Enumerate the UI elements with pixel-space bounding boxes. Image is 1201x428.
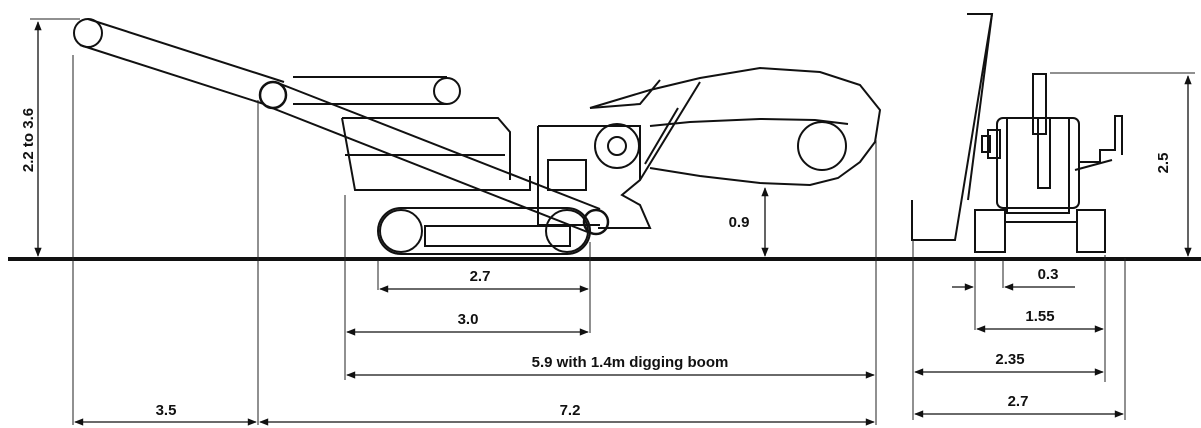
label-boom-height: 2.2 to 3.6 xyxy=(20,108,37,172)
roof-belt xyxy=(293,76,461,105)
label-conveyor-projection: 3.5 xyxy=(156,402,177,419)
side-view-machine xyxy=(73,18,882,255)
label-overall-height: 2.5 xyxy=(1155,153,1172,174)
digging-boom xyxy=(589,66,882,187)
label-ground-clearance: 0.9 xyxy=(729,214,750,231)
label-rear-offset: 0.3 xyxy=(1038,266,1059,283)
label-total-length: 7.2 xyxy=(560,402,581,419)
front-view-machine xyxy=(911,13,1123,253)
upper-conveyor xyxy=(73,18,288,110)
label-overall-width: 2.7 xyxy=(1008,393,1029,410)
dimension-lines xyxy=(34,21,1192,426)
label-overall-length: 5.9 with 1.4m digging boom xyxy=(532,354,729,371)
label-base-length: 3.0 xyxy=(458,311,479,328)
crawler-track xyxy=(377,207,591,255)
label-track-length: 2.7 xyxy=(470,268,491,285)
label-track-gauge: 1.55 xyxy=(1025,308,1054,325)
main-conveyor xyxy=(266,82,610,236)
extension-lines xyxy=(30,18,1195,425)
label-inner-width: 2.35 xyxy=(995,351,1024,368)
